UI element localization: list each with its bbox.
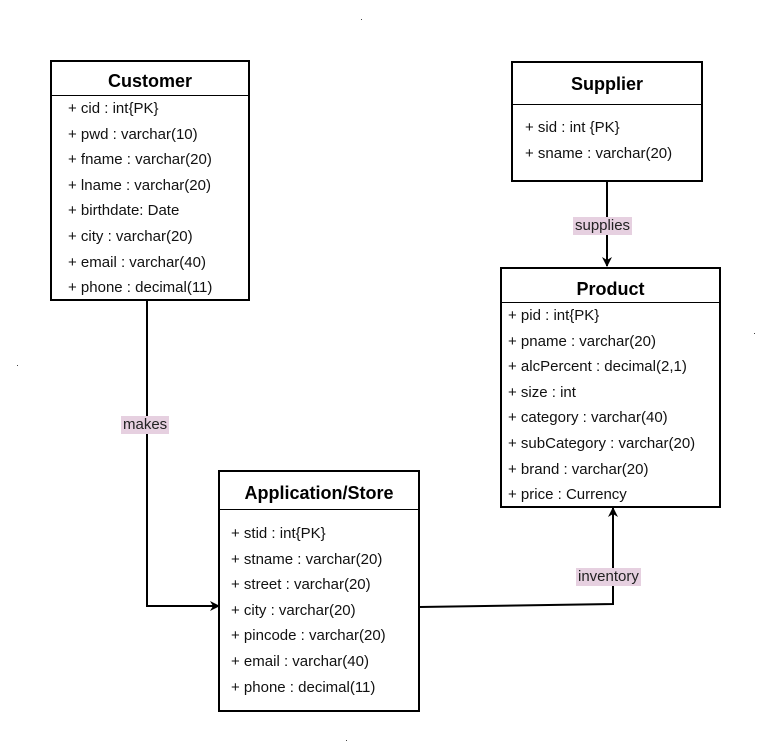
attribute-row: + city : varchar(20) <box>68 227 193 245</box>
attribute-row: + price : Currency <box>508 486 627 504</box>
attribute-row: + brand : varchar(20) <box>508 460 649 478</box>
makes-connector <box>146 300 220 611</box>
attribute-row: + subCategory : varchar(20) <box>508 434 696 452</box>
inventory-label: inventory <box>576 568 641 586</box>
attribute-row: + pname : varchar(20) <box>508 332 656 350</box>
attribute-row: + sname : varchar(20) <box>525 144 673 162</box>
attribute-row: + pincode : varchar(20) <box>231 627 386 645</box>
product-title: Product <box>502 269 719 303</box>
canvas-dot <box>754 333 755 334</box>
attribute-row: + email : varchar(40) <box>231 652 369 670</box>
attribute-row: + phone : decimal(11) <box>68 279 213 297</box>
canvas-dot <box>17 365 18 366</box>
customer-attribute-list: + cid : int{PK} + pwd : varchar(10) + fn… <box>52 96 248 301</box>
makes-label: makes <box>121 416 170 434</box>
store-entity[interactable]: Application/Store + stid : int{PK} + stn… <box>218 470 420 712</box>
attribute-row: + phone : decimal(11) <box>231 678 376 696</box>
product-attribute-list: + pid : int{PK} + pname : varchar(20) + … <box>502 303 719 508</box>
canvas-dot <box>346 740 347 741</box>
attribute-row: + fname : varchar(20) <box>68 151 212 169</box>
store-attribute-list: + stid : int{PK} + stname : varchar(20) … <box>220 510 418 700</box>
attribute-row: + street : varchar(20) <box>231 576 371 594</box>
attribute-row: + cid : int{PK} <box>68 100 159 117</box>
attribute-row: + lname : varchar(20) <box>68 176 211 194</box>
product-entity[interactable]: Product + pid : int{PK} + pname : varcha… <box>500 267 721 508</box>
attribute-row: + email : varchar(40) <box>68 253 206 271</box>
attribute-row: + pwd : varchar(10) <box>68 125 198 143</box>
supplier-attribute-list: + sid : int {PK} + sname : varchar(20) <box>513 105 701 166</box>
attribute-row: + city : varchar(20) <box>231 601 356 619</box>
supplier-entity[interactable]: Supplier + sid : int {PK} + sname : varc… <box>511 61 703 182</box>
customer-entity[interactable]: Customer + cid : int{PK} + pwd : varchar… <box>50 60 250 301</box>
supplies-label: supplies <box>573 217 633 235</box>
attribute-row: + stid : int{PK} <box>231 525 326 542</box>
attribute-row: + pid : int{PK} <box>508 307 600 324</box>
attribute-row: + alcPercent : decimal(2,1) <box>508 358 687 376</box>
supplier-title: Supplier <box>513 63 701 105</box>
canvas-dot <box>361 19 362 20</box>
attribute-row: + size : int <box>508 383 576 401</box>
attribute-row: + sid : int {PK} <box>525 119 620 136</box>
inventory-connector <box>419 507 618 608</box>
customer-title: Customer <box>52 62 248 96</box>
attribute-row: + stname : varchar(20) <box>231 550 383 568</box>
store-title: Application/Store <box>220 472 418 510</box>
attribute-row: + birthdate: Date <box>68 202 180 220</box>
attribute-row: + category : varchar(40) <box>508 409 668 427</box>
